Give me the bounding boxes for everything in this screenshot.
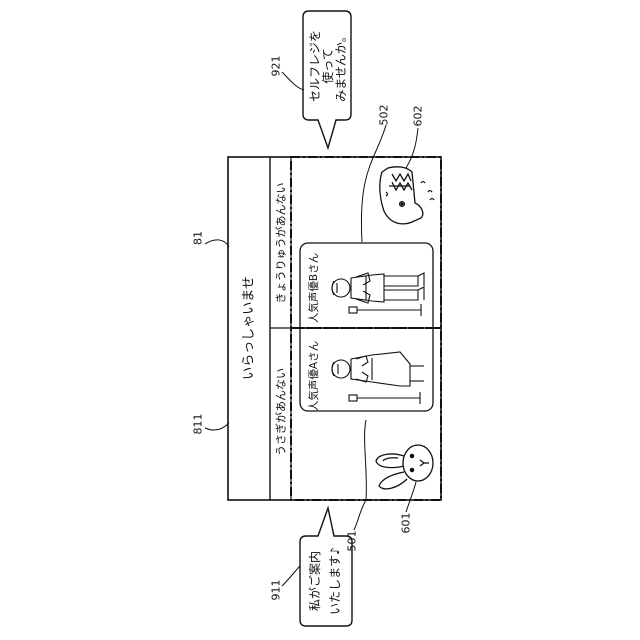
right-bubble-line-2: 使って [320, 48, 335, 83]
voice-actor-b-figure [332, 273, 424, 316]
ref-label-602: 602 [412, 106, 425, 127]
ref-label-921: 921 [270, 56, 283, 77]
right-speech-bubble: セルフレジを 使って みませんか。 [303, 11, 351, 148]
ref-label-81: 81 [192, 231, 205, 245]
left-bubble-line-2: いたします♪ [328, 547, 342, 615]
rabbit-character-icon [376, 445, 433, 489]
right-area-title: きょうりゅうがあんない [274, 183, 288, 304]
right-bubble-line-1: セルフレジを [308, 30, 322, 102]
ref-label-911: 911 [270, 580, 283, 601]
left-bubble-line-1: 私がご案内 [307, 551, 322, 611]
left-person-label: 人気声優Aさん [307, 341, 320, 411]
dinosaur-character-icon [380, 167, 434, 224]
ref-label-501: 501 [346, 531, 359, 552]
ref-label-601: 601 [400, 513, 413, 534]
right-person-label: 人気声優Bさん [307, 253, 320, 323]
left-area-title: うさぎがあんない [274, 368, 288, 456]
ref-label-502: 502 [378, 105, 391, 126]
ref-label-811: 811 [192, 414, 205, 435]
greeting-text: いらっしゃいませ [242, 276, 257, 380]
voice-actor-a-figure [332, 352, 424, 404]
right-bubble-line-3: みませんか。 [334, 30, 348, 101]
left-speech-bubble: 私がご案内 いたします♪ [300, 508, 352, 626]
